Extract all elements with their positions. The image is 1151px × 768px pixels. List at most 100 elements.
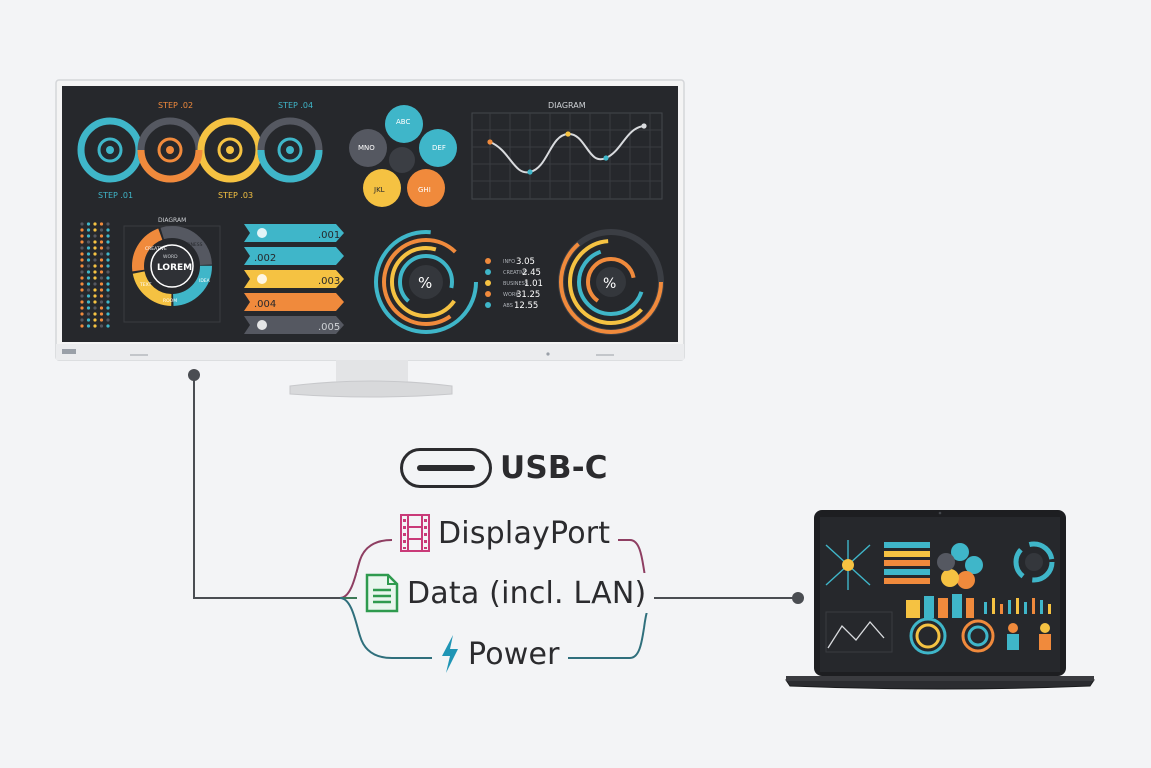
film-strip-icon [400, 514, 430, 552]
decorative-dot [80, 324, 84, 328]
decorative-dot [93, 318, 97, 322]
decorative-dot [99, 228, 104, 232]
decorative-dot [106, 240, 110, 244]
usb-c-text: USB-C [500, 450, 608, 486]
gauge-percent: % [603, 276, 616, 292]
stat-name: CREATIVE [503, 270, 527, 276]
decorative-dot [80, 246, 84, 250]
decorative-dot [93, 306, 97, 310]
decorative-dot [106, 294, 110, 298]
decorative-dot [106, 228, 110, 232]
stat-name: INFO [503, 259, 515, 265]
petal-label: JKL [373, 186, 385, 194]
power-label: Power [432, 634, 568, 674]
laptop-camera [938, 511, 942, 515]
ribbon-number: .002 [254, 253, 276, 264]
gauge-infographic-right: % [558, 229, 664, 335]
decorative-dot [86, 288, 91, 292]
step-label: STEP .04 [278, 101, 313, 110]
decorative-dot [99, 276, 104, 280]
decorative-dot [80, 306, 84, 310]
monitor: STEP .02 STEP .04 STEP .01 STEP .03 ABC … [55, 79, 685, 398]
ring-segment-label: IDEA [199, 278, 211, 284]
decorative-dot [99, 270, 104, 274]
diagram-title: DIAGRAM [548, 101, 586, 110]
usb-c-label: USB-C [392, 448, 616, 488]
decorative-dot [93, 240, 97, 244]
decorative-dot [99, 318, 104, 322]
decorative-dot [99, 258, 104, 262]
ring-segment-label: BUSINESS [180, 242, 203, 248]
decorative-dot [80, 222, 84, 226]
monitor-power-led [546, 352, 550, 356]
decorative-dot [99, 264, 104, 268]
ribbon-number: .004 [254, 299, 276, 310]
decorative-dot [106, 324, 110, 328]
gauge-percent: % [418, 274, 432, 292]
document-icon [365, 573, 399, 613]
decorative-dot [106, 258, 110, 262]
decorative-dot [86, 264, 91, 268]
decorative-dot [106, 264, 110, 268]
lightning-bolt-icon [442, 635, 458, 673]
decorative-dot [80, 252, 84, 256]
decorative-dot [106, 270, 110, 274]
decorative-dot [99, 234, 104, 238]
decorative-dot [86, 258, 91, 262]
decorative-dot [86, 276, 91, 280]
monitor-stand-base [289, 380, 453, 398]
monitor-bottom-indicator-right [596, 354, 614, 356]
ribbon-number: .001 [318, 230, 340, 241]
decorative-dot [93, 222, 97, 226]
stat-value: 3.05 [516, 257, 535, 267]
decorative-dot [93, 246, 97, 250]
decorative-dot [80, 282, 84, 286]
decorative-dot [93, 300, 97, 304]
stat-name: WORK [503, 292, 519, 298]
decorative-dot [99, 222, 104, 226]
decorative-dot [93, 270, 97, 274]
decorative-dot [86, 252, 91, 256]
decorative-dot [80, 300, 84, 304]
ring-segment-label: ROOM [163, 298, 177, 304]
ribbon-number: .003 [318, 276, 340, 287]
decorative-dot [99, 294, 104, 298]
stat-value: 31.25 [516, 290, 540, 300]
petal-label: DEF [432, 144, 446, 152]
decorative-dot [93, 282, 97, 286]
decorative-dot [93, 264, 97, 268]
decorative-dot [86, 246, 91, 250]
power-text: Power [468, 636, 560, 672]
decorative-dot [106, 252, 110, 256]
diagram-title-small: DIAGRAM [158, 217, 186, 224]
stats-list: INFO CREATIVE BUSINESS WORK ABS 3.05 2.4… [485, 257, 543, 311]
decorative-dot [80, 264, 84, 268]
displayport-label: DisplayPort [392, 514, 619, 552]
laptop-screen-infographics [825, 540, 1055, 655]
ring-diagram-infographic: DIAGRAM WORD LOREM CREATIVE BUSINESS IDE… [123, 217, 221, 323]
step-label: STEP .03 [218, 191, 253, 200]
monitor-cable [193, 375, 340, 599]
stat-value: 1.01 [524, 279, 543, 289]
decorative-dot [99, 324, 104, 328]
decorative-dot [106, 282, 110, 286]
petal-label: ABC [396, 118, 410, 126]
decorative-dot [80, 258, 84, 262]
decorative-dot [86, 240, 91, 244]
decorative-dot [80, 288, 84, 292]
ribbon-number: .005 [318, 322, 340, 333]
decorative-dot [80, 228, 84, 232]
decorative-dot [86, 228, 91, 232]
decorative-dot [106, 312, 110, 316]
decorative-dot [93, 324, 97, 328]
ring-segment-label: TEXT [139, 282, 152, 288]
decorative-dot [99, 282, 104, 286]
decorative-dot [106, 246, 110, 250]
decorative-dot [80, 318, 84, 322]
stat-name: BUSINESS [503, 281, 528, 287]
decorative-dot [86, 270, 91, 274]
ring-center-top: WORD [163, 254, 178, 260]
decorative-dot [93, 288, 97, 292]
ribbon-list-infographic: .001 .002 .003 .004 .005 [244, 224, 344, 334]
